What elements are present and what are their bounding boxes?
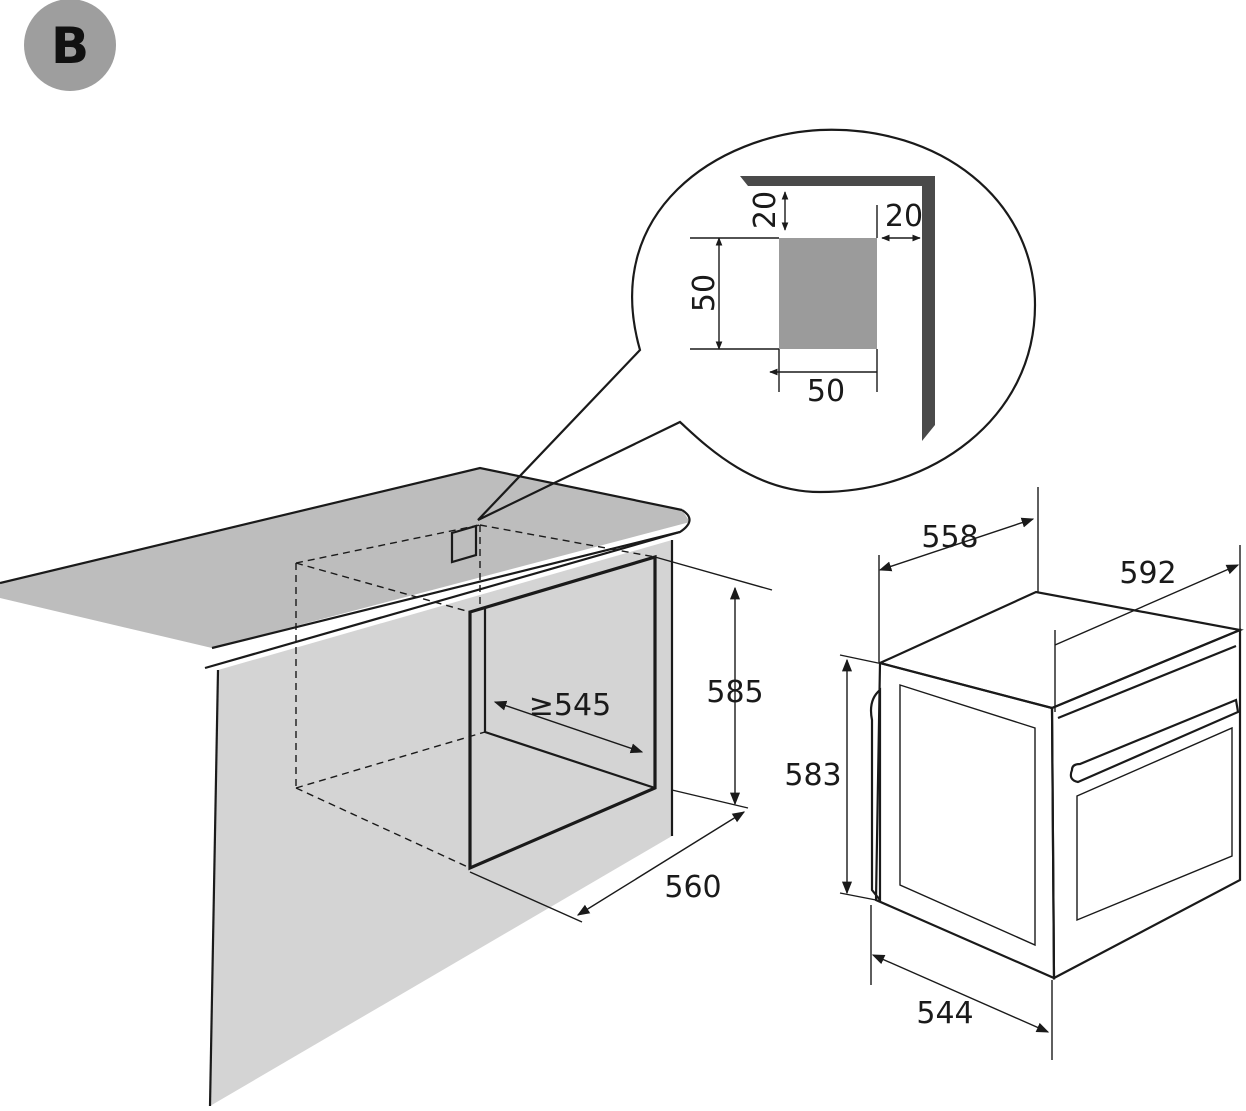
vent-top-gap-label: 20	[748, 191, 783, 229]
oven-front	[1050, 628, 1242, 980]
cabinet-niche	[0, 466, 691, 1107]
niche-dimensions: 585 ≥545 560	[469, 556, 773, 923]
vent-square	[779, 238, 877, 349]
section-badge: B	[24, 0, 116, 91]
oven-depth-label: 558	[921, 520, 978, 555]
cabinet-front	[210, 540, 672, 1106]
oven-top	[876, 590, 1244, 710]
oven-dimensions: 558 592 583 544	[784, 487, 1241, 1060]
vent-side-gap-label: 20	[885, 199, 923, 234]
oven-side	[874, 661, 1056, 980]
oven-window	[1076, 726, 1233, 922]
vent-detail-callout: 20 20 50 50	[477, 128, 1037, 521]
oven-width-label: 592	[1119, 556, 1176, 591]
niche-hidden-edges	[295, 524, 656, 869]
niche-width-label: 560	[664, 870, 721, 905]
vent-width-label: 50	[807, 374, 845, 409]
vent-height-label: 50	[687, 274, 722, 312]
vent-opening	[450, 524, 478, 564]
oven-body-width-label: 544	[916, 996, 973, 1031]
countertop	[0, 468, 690, 648]
niche-height-label: 585	[706, 675, 763, 710]
niche-depth-label: ≥545	[529, 688, 611, 723]
oven	[869, 590, 1244, 980]
oven-height-label: 583	[784, 758, 841, 793]
badge-letter: B	[51, 17, 89, 75]
